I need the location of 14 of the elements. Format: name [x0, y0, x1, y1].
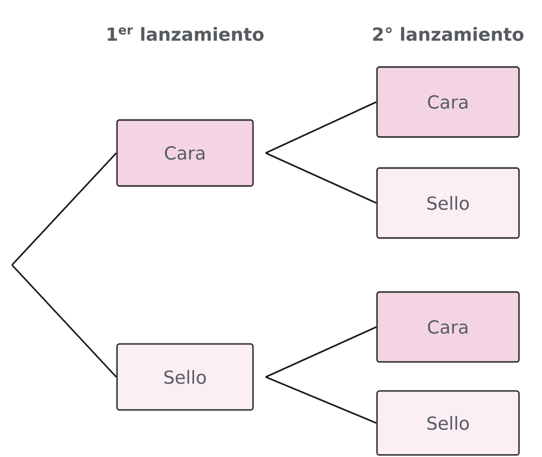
column-heading: 1$^{er}$ lanzamiento — [108, 27, 264, 41]
branch-line — [265, 101, 377, 154]
branch-line — [11, 264, 117, 378]
column-heading: 2° lanzamiento — [373, 27, 524, 41]
outcome-box: Cara — [116, 119, 254, 187]
branch-line — [265, 376, 377, 424]
branch-line — [265, 152, 377, 204]
outcome-box: Sello — [116, 343, 254, 411]
branch-line — [11, 152, 117, 266]
branch-line — [265, 326, 377, 378]
outcome-box: Sello — [376, 390, 520, 456]
outcome-box: Cara — [376, 66, 520, 138]
outcome-box: Cara — [376, 291, 520, 363]
outcome-box: Sello — [376, 167, 520, 239]
